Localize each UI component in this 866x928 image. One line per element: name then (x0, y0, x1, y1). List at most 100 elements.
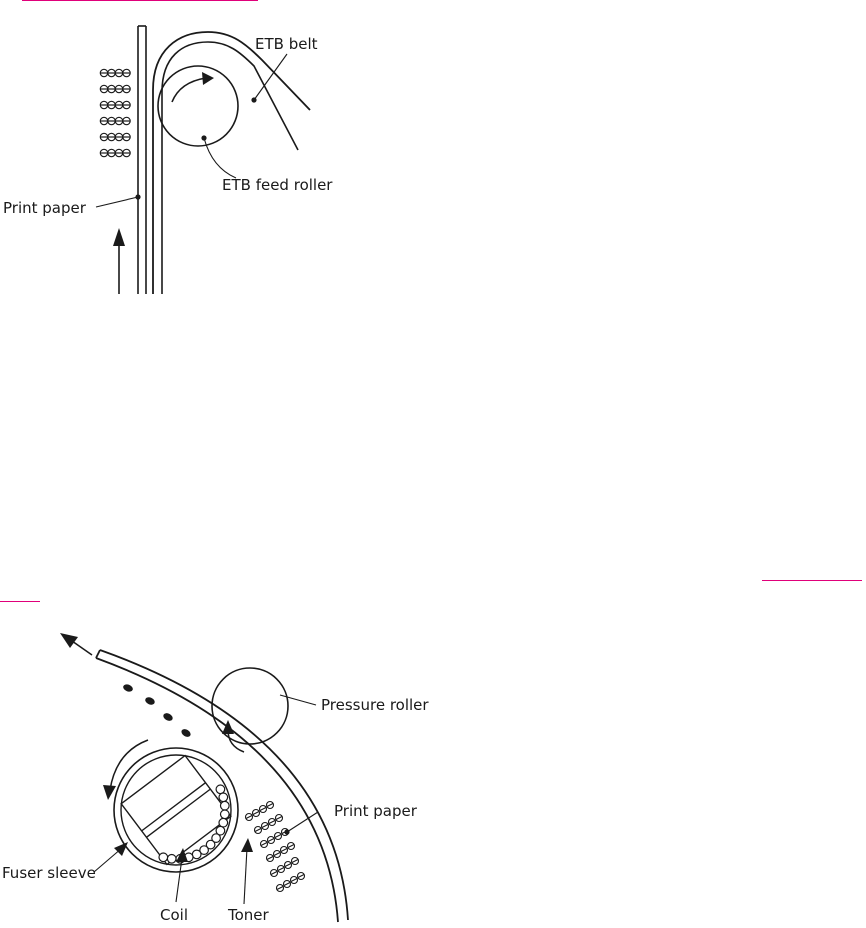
roller-leader-dot (201, 135, 207, 141)
sleeve-rotation-arc (109, 739, 149, 791)
belt-leader-dot (251, 97, 257, 103)
coil-turn (166, 853, 177, 864)
toner-particle-mark (260, 842, 268, 846)
toner-particle (272, 849, 282, 859)
sleeve-leader (93, 847, 123, 873)
toner-particle-mark (270, 871, 278, 875)
fuser-paper-leader (286, 811, 319, 833)
toner-particle (276, 864, 286, 874)
cross-ref-link-right[interactable] (762, 580, 862, 581)
cross-ref-link-top[interactable] (22, 0, 258, 1)
coil-turn (219, 800, 230, 811)
sleeve-arrow-icon (114, 842, 128, 856)
label-coil: Coil (160, 906, 188, 924)
coil-turn (158, 852, 169, 863)
etb-belt-outer (152, 31, 311, 294)
coil-turn (218, 817, 229, 828)
toner-particle-mark (276, 886, 284, 890)
cross-ref-link-left[interactable] (0, 601, 40, 602)
coil-turn (219, 809, 230, 820)
etb-feed-roller (157, 65, 239, 147)
coil-turn (215, 825, 226, 836)
fuser-paper-leader-dot (284, 829, 290, 835)
fuser-diagram: Pressure roller Print paper Fuser sleeve… (2, 633, 429, 924)
fuser-sleeve (113, 747, 239, 873)
toner-particle (267, 817, 277, 827)
toner-arrow-icon (241, 838, 253, 852)
pressure-rotation-arrow-icon (222, 720, 234, 734)
fuser-paper-edge-upper (95, 657, 339, 923)
rotation-arrow-icon (202, 72, 214, 85)
fused-toner-dot (145, 697, 155, 705)
paper-leader-dot (135, 194, 141, 200)
etb-belt-inner (161, 41, 299, 294)
toner-particle (265, 800, 275, 810)
toner-particle (244, 812, 254, 822)
toner-particle-mark (261, 824, 269, 828)
toner-particle (260, 821, 270, 831)
fused-toner-dot (123, 684, 133, 692)
toner-particle (286, 841, 296, 851)
toner-particles-etb (99, 68, 131, 158)
toner-particle-mark (275, 816, 283, 820)
toner-particle (266, 835, 276, 845)
toner-particle (269, 868, 279, 878)
toner-particle (259, 839, 269, 849)
coil-turn (205, 839, 216, 850)
fuser-paper-edge-lower (99, 649, 349, 921)
toner-particle (275, 883, 285, 893)
toner-particle-mark (254, 828, 262, 832)
fuser-sleeve-inner (120, 754, 232, 866)
toner-particle (253, 825, 263, 835)
sleeve-rotation-arrow-icon (103, 785, 116, 800)
fused-toner-dot (163, 713, 173, 721)
label-print-paper: Print paper (3, 199, 87, 217)
paper-leader (95, 196, 139, 208)
toner-leader (243, 847, 248, 905)
toner-particle-mark (277, 867, 285, 871)
toner-particle-mark (274, 834, 282, 838)
toner-particle (290, 856, 300, 866)
roller-leader (203, 137, 237, 179)
fuser-paper-end (95, 649, 101, 659)
up-arrow-icon (113, 228, 125, 246)
label-fuser-sleeve: Fuser sleeve (2, 864, 96, 882)
toner-particle-mark (252, 811, 260, 815)
toner-particle (265, 853, 275, 863)
toner-particle-mark (297, 874, 305, 878)
toner-particle-mark (283, 882, 291, 886)
toner-particle-mark (284, 863, 292, 867)
coil-turn (199, 845, 210, 855)
coil-turn (211, 833, 222, 843)
toner-particle (273, 831, 283, 841)
toner-particle-mark (266, 856, 274, 860)
coil-turns (158, 784, 230, 864)
exit-arrow-icon (60, 633, 78, 648)
toner-particle (283, 860, 293, 870)
label-fuser-print-paper: Print paper (334, 802, 418, 820)
label-pressure-roller: Pressure roller (321, 696, 429, 714)
etb-diagram: ETB belt ETB feed roller Print paper (3, 25, 333, 294)
toner-particle-mark (245, 815, 253, 819)
coil-leader (175, 857, 183, 903)
toner-particle (296, 871, 306, 881)
label-toner: Toner (227, 906, 270, 924)
label-etb-feed-roller: ETB feed roller (222, 176, 333, 194)
toner-particle-mark (287, 844, 295, 848)
toner-particle-mark (290, 878, 298, 882)
toner-particle-mark (267, 838, 275, 842)
paper-exit-line (71, 640, 93, 656)
fuser-frame (120, 754, 232, 866)
toner-particle-mark (268, 820, 276, 824)
coil-arrow-icon (176, 848, 188, 862)
toner-particle (251, 808, 261, 818)
toner-particle (289, 875, 299, 885)
toner-particle-mark (280, 848, 288, 852)
coil-turn (191, 849, 202, 860)
coil-turn (215, 784, 226, 795)
toner-particle (274, 813, 284, 823)
belt-leader (253, 53, 288, 101)
toner-particle (279, 845, 289, 855)
toner-particle (282, 879, 292, 889)
